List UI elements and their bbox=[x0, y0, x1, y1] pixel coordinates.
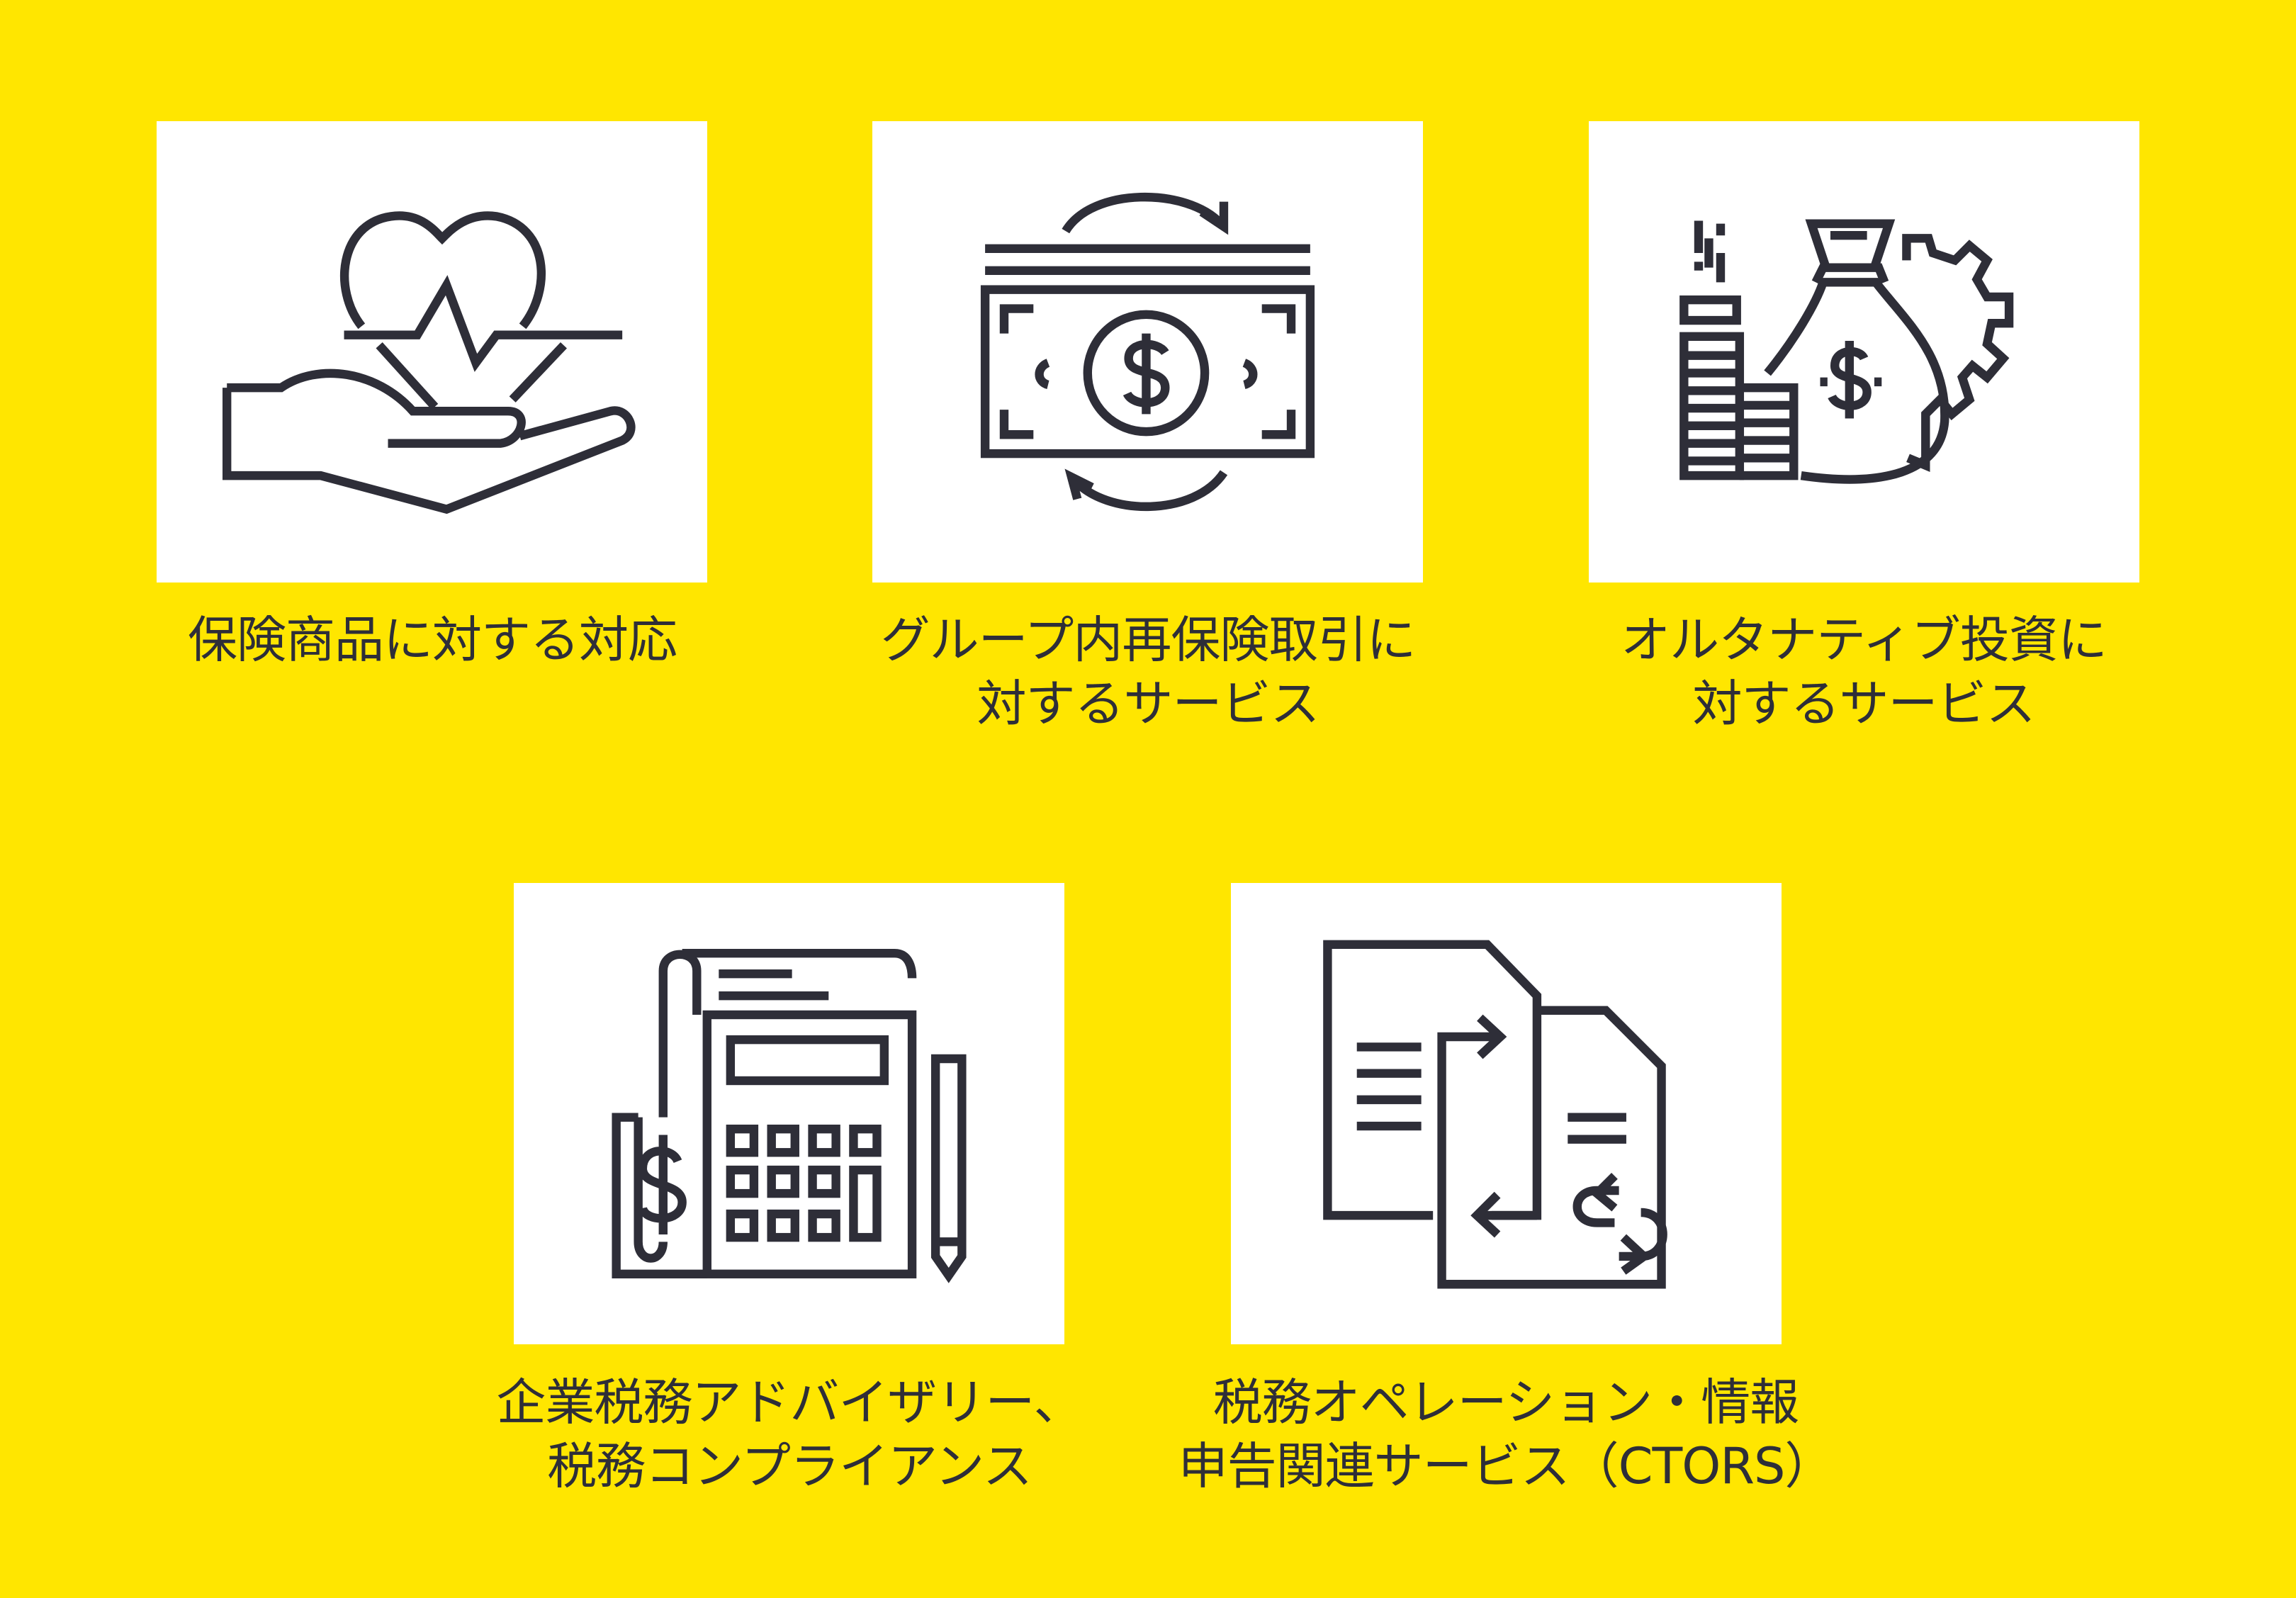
document-exchange-icon bbox=[1323, 940, 1667, 1289]
service-card-insurance bbox=[157, 121, 707, 583]
service-card-corporate-tax bbox=[514, 883, 1064, 1344]
money-exchange-icon bbox=[980, 192, 1315, 512]
caption-line: 税務コンプライアンス bbox=[547, 1437, 1032, 1495]
calculator-icon bbox=[612, 949, 967, 1283]
caption-line: オルタナティブ投資に bbox=[1621, 611, 2108, 669]
service-caption-corporate-tax: 企業税務アドバイザリー、 税務コンプライアンス bbox=[435, 1371, 1144, 1498]
caption-line: 保険商品に対する対応 bbox=[188, 611, 677, 669]
money-bag-gear-icon bbox=[1679, 219, 2014, 484]
caption-line: 対するサービス bbox=[1692, 675, 2036, 733]
service-caption-insurance: 保険商品に対する対応 bbox=[78, 608, 787, 672]
caption-line: グループ内再保険取引に bbox=[880, 611, 1417, 669]
service-caption-ctors: 税務オペレーション・情報 申告関連サービス（CTORS） bbox=[1152, 1371, 1860, 1498]
service-caption-reinsurance: グループ内再保険取引に 対するサービス bbox=[794, 608, 1502, 736]
caption-line: 対するサービス bbox=[977, 675, 1320, 733]
service-card-reinsurance bbox=[872, 121, 1423, 583]
heart-in-hand-icon bbox=[222, 211, 636, 514]
caption-line: 申告関連サービス（CTORS） bbox=[1178, 1437, 1835, 1495]
caption-line: 企業税務アドバイザリー、 bbox=[496, 1373, 1083, 1431]
service-card-alternative-investment bbox=[1589, 121, 2139, 583]
service-caption-alternative-investment: オルタナティブ投資に 対するサービス bbox=[1509, 608, 2218, 736]
service-card-ctors bbox=[1231, 883, 1782, 1344]
caption-line: 税務オペレーション・情報 bbox=[1212, 1373, 1800, 1431]
